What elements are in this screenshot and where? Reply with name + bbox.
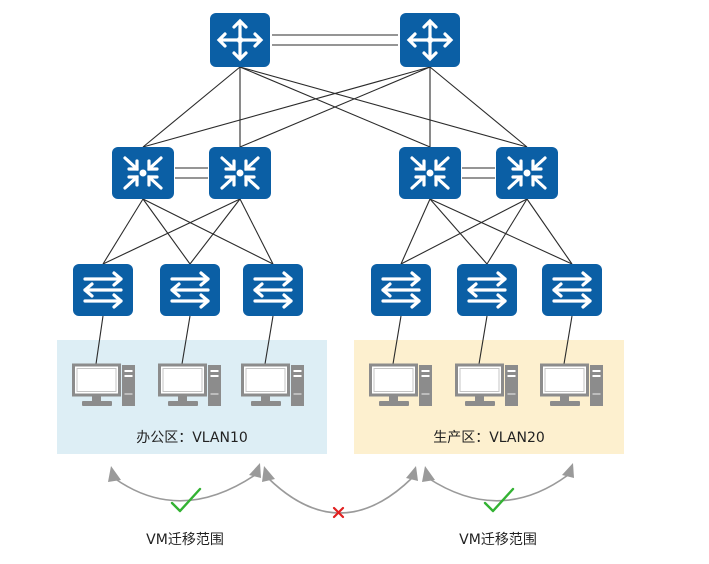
aggregation-to-access-link [429,198,488,265]
office-arrow-left-icon [108,466,121,482]
access-to-pc-link [478,315,488,365]
core-switch-icon [496,147,558,199]
migration-arcs [108,463,574,514]
network-links [95,34,573,365]
aggregation-to-access-link [142,198,274,265]
office-migration-range-label: VM迁移范围 [146,531,224,548]
core-to-aggregation-link [142,66,241,148]
access-switch-icon [457,264,517,316]
access-to-pc-link [392,315,402,365]
production-migration-range-label: VM迁移范围 [459,531,537,548]
access-switch-icon [542,264,602,316]
access-switch-icon [371,264,431,316]
cross-arrow-left-icon [262,466,275,482]
blocked-cross-icon [332,506,345,519]
production-arrow-left-icon [422,466,435,482]
cross-zone-migration-arc [267,477,413,514]
production-zone [354,340,624,454]
core-to-aggregation-link [429,66,528,148]
office-zone-label: 办公区：VLAN10 [136,430,248,446]
aggregation-to-access-link [239,198,274,265]
core-to-aggregation-link [142,66,431,148]
aggregation-to-access-link [486,198,528,265]
aggregation-to-access-link [102,198,144,265]
core-switch-icon [209,147,271,199]
aggregation-to-access-link [400,198,528,265]
access-switch-icon [243,264,303,316]
aggregation-to-access-link [429,198,573,265]
production-migration-arc [427,474,569,502]
office-check-icon [170,487,202,513]
core-switch-icon [112,147,174,199]
office-zone [57,340,327,454]
core-to-aggregation-link [239,66,528,148]
access-to-pc-link [181,315,191,365]
access-to-pc-link [264,315,274,365]
router-icon [210,13,270,67]
access-switch-icon [73,264,133,316]
aggregation-to-access-link [189,198,241,265]
access-switch-icon [160,264,220,316]
aggregation-to-access-link [526,198,573,265]
office-migration-arc [113,474,256,502]
core-switch-icon [399,147,461,199]
aggregation-to-access-link [102,198,241,265]
production-zone-label: 生产区：VLAN20 [433,430,545,446]
router-icon [400,13,460,67]
production-arrow-right-icon [562,463,574,478]
production-check-icon [483,487,515,513]
office-arrow-right-icon [249,463,261,478]
cross-arrow-right-icon [406,466,418,481]
aggregation-to-access-link [400,198,431,265]
core-to-aggregation-link [239,66,431,148]
aggregation-to-access-link [142,198,191,265]
access-to-pc-link [95,315,104,365]
access-to-pc-link [563,315,573,365]
